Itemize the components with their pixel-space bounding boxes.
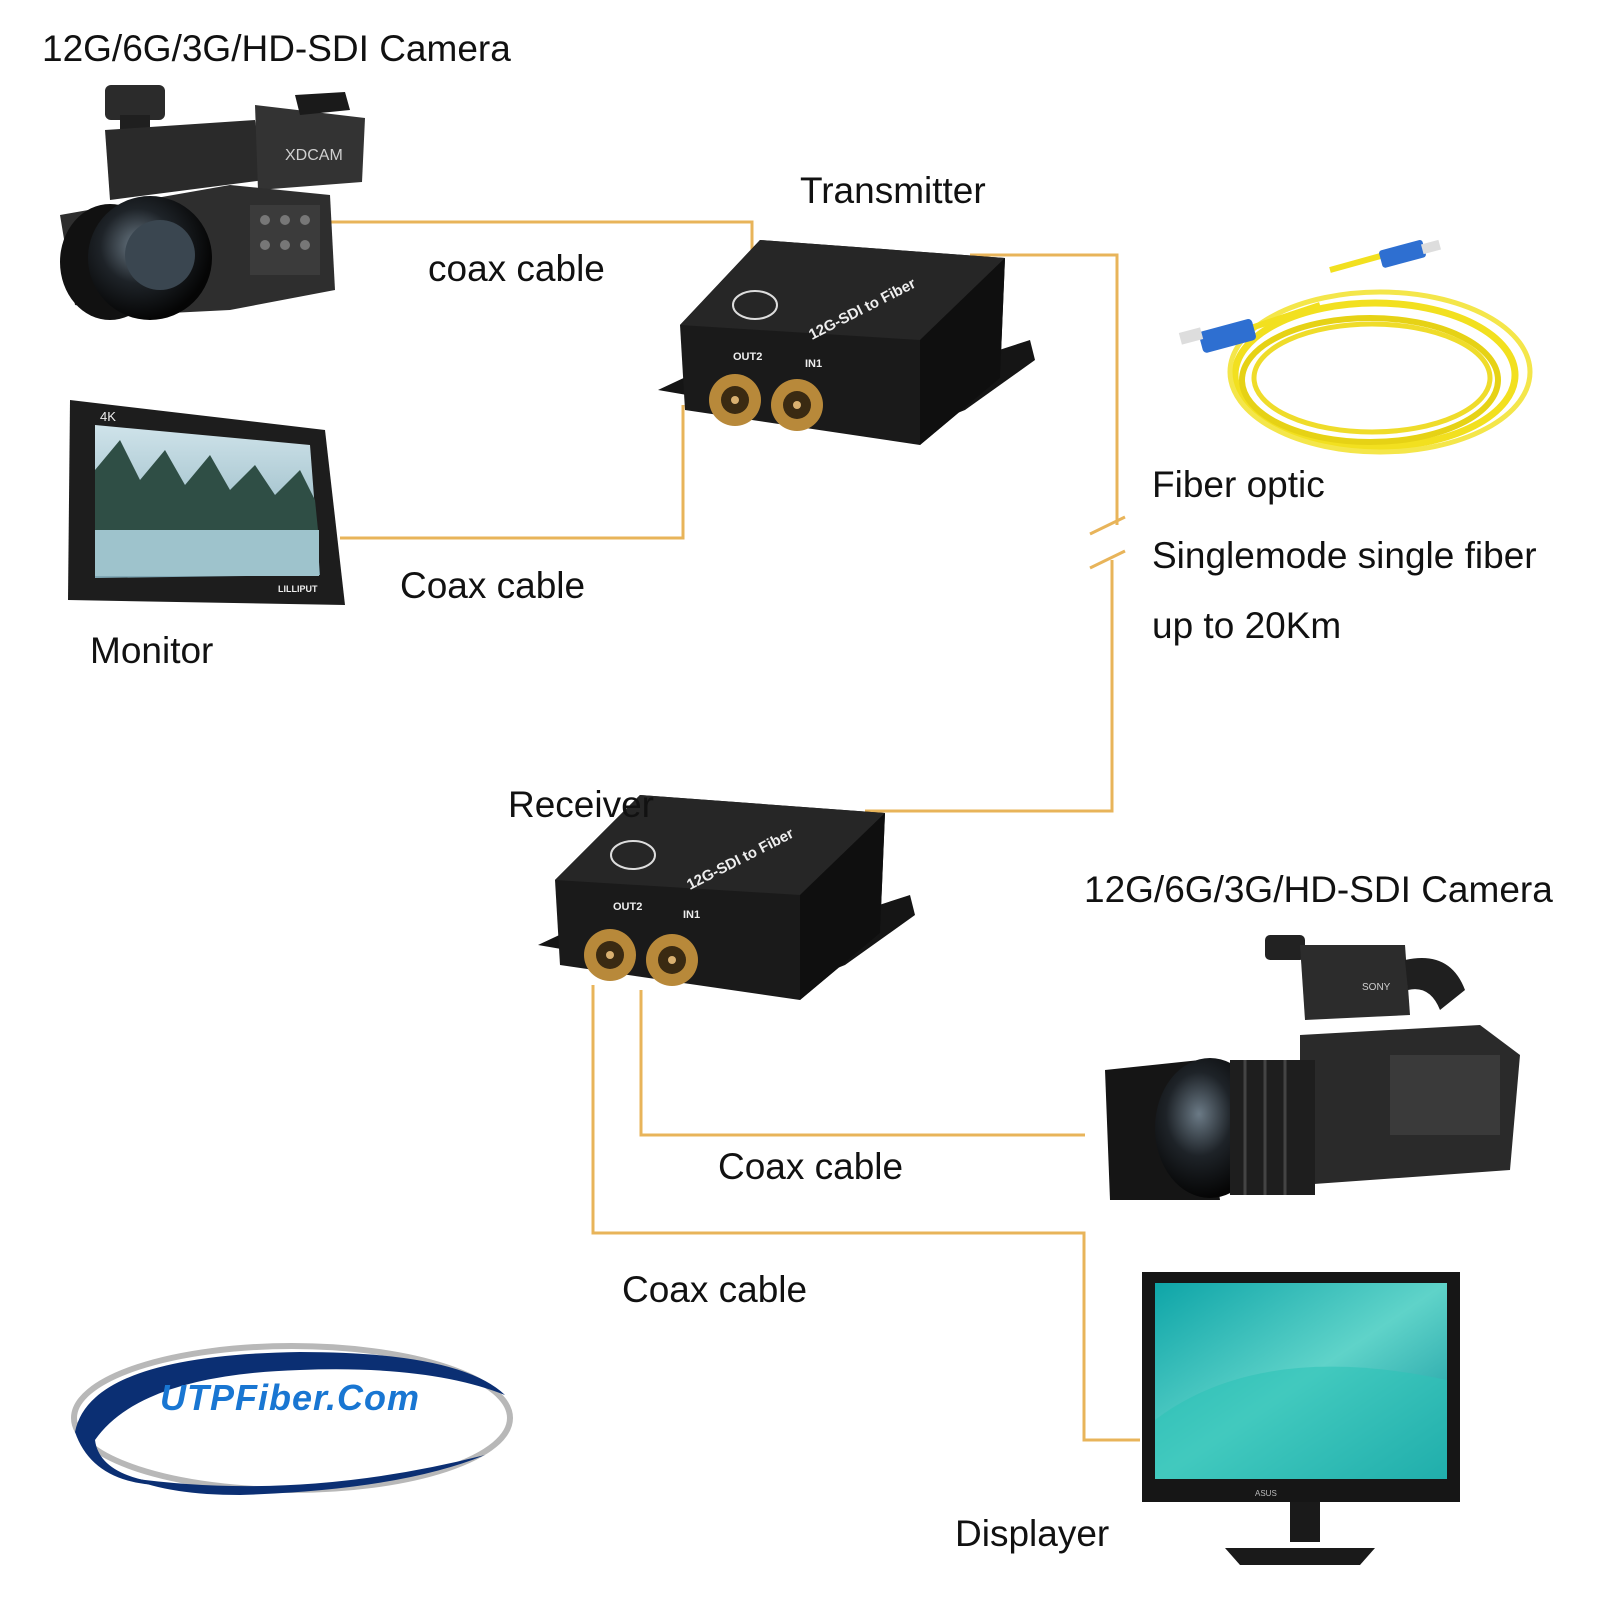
transmitter-port-in-label: IN1 [805,358,822,370]
monitor-image: 4K LILLIPUT [68,400,345,605]
camera-bottom-brand: SONY [1362,982,1391,993]
cable-receiver-to-display [591,985,1140,1442]
transmitter-label: Transmitter [800,170,986,211]
receiver-device: 12G-SDI to Fiber OUT2 IN1 [538,795,915,1000]
fiber-patch-cord-image [1178,239,1533,455]
camera-top-image: XDCAM [60,85,365,320]
monitor-badge: 4K [100,409,116,424]
monitor-label: Monitor [90,630,214,671]
utpfiber-logo-text: UTPFiber.Com [160,1377,421,1418]
camera-top-brand: XDCAM [285,147,343,164]
camera-bottom-image: SONY [1105,935,1520,1200]
cable-monitor-to-transmitter [340,405,685,540]
transmitter-port-out-label: OUT2 [733,351,762,363]
coax-cable-monitor-tx-label: Coax cable [400,565,586,606]
monitor-brand: LILLIPUT [278,584,318,594]
coax-cable-rx-camera-label: Coax cable [718,1146,904,1187]
display-image: ASUS [1142,1272,1460,1565]
fiber-label-line2: Singlemode single fiber [1152,535,1537,576]
fiber-label-line3: up to 20Km [1152,605,1342,646]
fiber-link-line [865,253,1126,813]
receiver-port-in-label: IN1 [683,909,700,921]
receiver-label: Receiver [508,784,654,825]
fiber-label-line1: Fiber optic [1152,464,1325,505]
camera-top-label: 12G/6G/3G/HD-SDI Camera [42,28,511,69]
coax-cable-camera-tx-label: coax cable [428,248,605,289]
receiver-port-out-label: OUT2 [613,901,642,913]
coax-cable-rx-display-label: Coax cable [622,1269,808,1310]
transmitter-device: 12G-SDI to Fiber OUT2 IN1 [658,240,1035,445]
displayer-label: Displayer [955,1513,1110,1554]
camera-bottom-label: 12G/6G/3G/HD-SDI Camera [1084,869,1553,910]
display-brand: ASUS [1255,1489,1277,1498]
cable-receiver-to-camera [639,990,1085,1137]
utpfiber-logo-swoosh [71,1343,513,1495]
